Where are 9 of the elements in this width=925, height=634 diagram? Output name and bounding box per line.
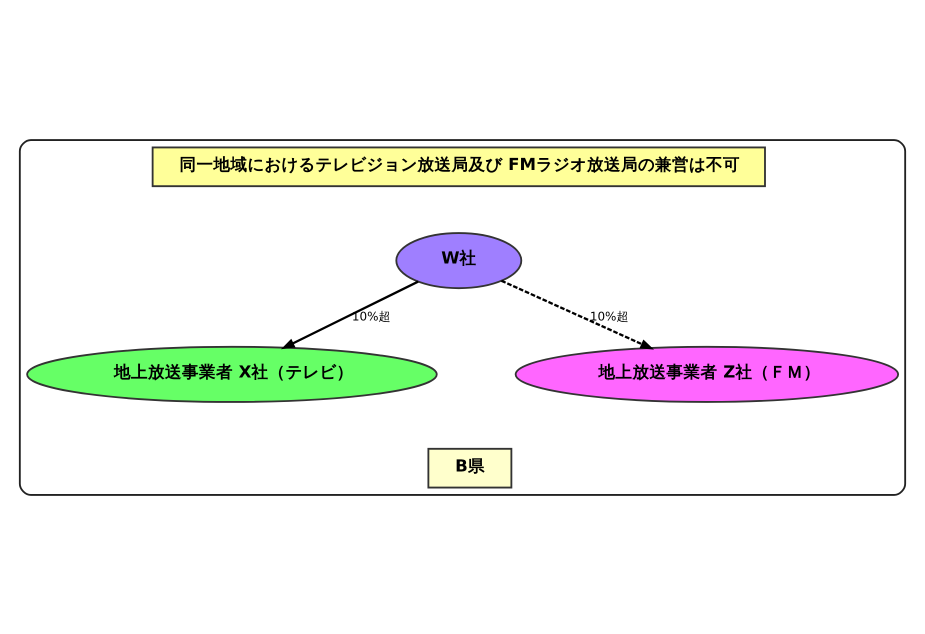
node-ellipse: 地上放送事業者 X社（テレビ） (26, 345, 438, 402)
node-ellipse: 地上放送事業者 Z社（ＦＭ） (514, 345, 900, 402)
arrow (281, 280, 419, 349)
arrow (500, 279, 654, 350)
cluster (18, 138, 906, 496)
node-ellipse: W社 (395, 232, 522, 289)
node-box: B県 (427, 447, 512, 488)
edge-label: 10%超 (590, 309, 628, 324)
node-box: 同一地域におけるテレビジョン放送局及び FMラジオ放送局の兼営は不可 (152, 146, 766, 187)
